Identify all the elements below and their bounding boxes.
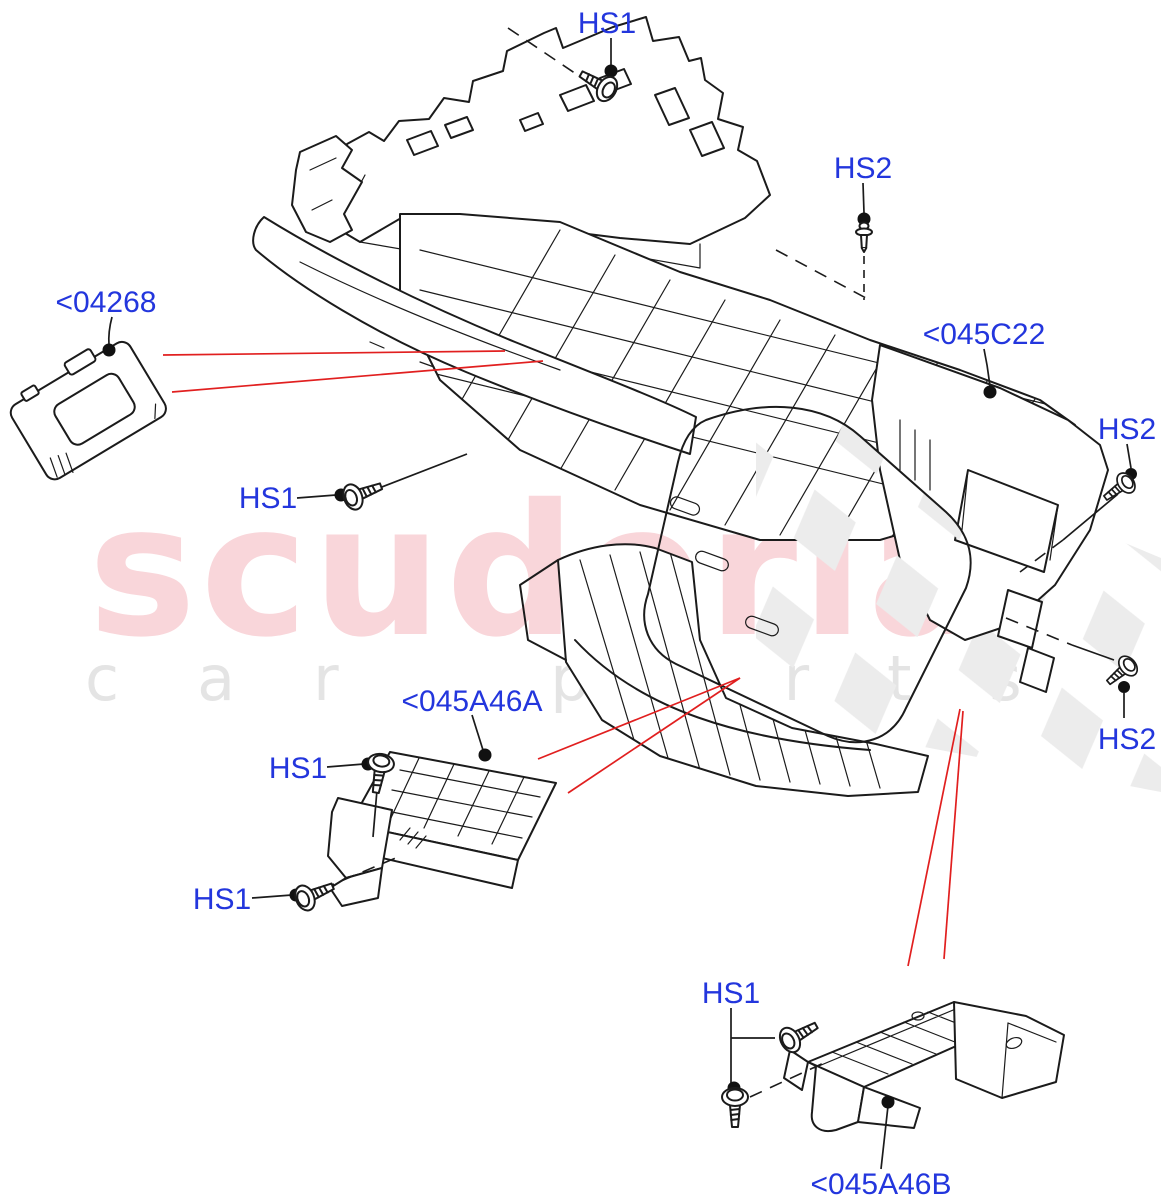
- hs1-screw-bottom-1-icon: [774, 1013, 824, 1057]
- label-part-045c22[interactable]: <045C22: [923, 318, 1046, 351]
- red-line-04268-b: [171, 360, 544, 393]
- label-hs1-bracket-a-lower[interactable]: HS1: [193, 883, 251, 916]
- leader-dot: [478, 748, 492, 762]
- bracket-045a46a-part: [327, 751, 557, 907]
- label-hs1-bottom[interactable]: HS1: [702, 977, 760, 1010]
- label-part-045a46a[interactable]: <045A46A: [402, 685, 543, 718]
- hs1-screw-bracket-a2-icon: [290, 873, 339, 915]
- label-hs2-top[interactable]: HS2: [834, 152, 892, 185]
- bracket-045a46b-part: [783, 1001, 1065, 1132]
- label-hs1-top[interactable]: HS1: [578, 7, 636, 40]
- leader-dot: [857, 212, 871, 226]
- console-under-tray-part: [519, 543, 929, 797]
- projection-lines: [321, 27, 1073, 1098]
- label-hs2-right-upper[interactable]: HS2: [1098, 413, 1156, 446]
- red-pointer-lines: [162, 350, 964, 967]
- leader-dot: [1118, 681, 1130, 693]
- red-line-045a46a-a: [537, 677, 741, 760]
- red-line-045a46b-a: [907, 708, 961, 967]
- hs2-pin-top-icon: [855, 221, 873, 253]
- console-side-trim-part: [252, 216, 697, 455]
- leader-dot: [881, 1095, 895, 1109]
- bracket-a-grid: [381, 755, 541, 845]
- red-line-045a46a-b: [567, 677, 741, 794]
- label-part-04268[interactable]: <04268: [56, 286, 157, 319]
- label-hs1-mid-left[interactable]: HS1: [239, 482, 297, 515]
- label-hs1-bracket-a-upper[interactable]: HS1: [269, 752, 327, 785]
- hs1-screw-bottom-2-icon: [721, 1087, 749, 1128]
- label-part-045a46b[interactable]: <045A46B: [811, 1168, 952, 1200]
- leader-dot: [102, 343, 116, 357]
- red-line-04268-a: [162, 350, 506, 356]
- leader-dot: [983, 385, 997, 399]
- leader-dot: [604, 64, 618, 78]
- bezel-04268-part: [9, 340, 167, 481]
- part-labels: HS1 HS2 <04268 <045C22 HS2 HS1 <045A46A …: [56, 7, 1157, 1200]
- console-artwork: [9, 16, 1109, 1132]
- red-line-045a46b-b: [943, 710, 964, 960]
- label-hs2-right-lower[interactable]: HS2: [1098, 723, 1156, 756]
- leader-lines: [107, 38, 1132, 1170]
